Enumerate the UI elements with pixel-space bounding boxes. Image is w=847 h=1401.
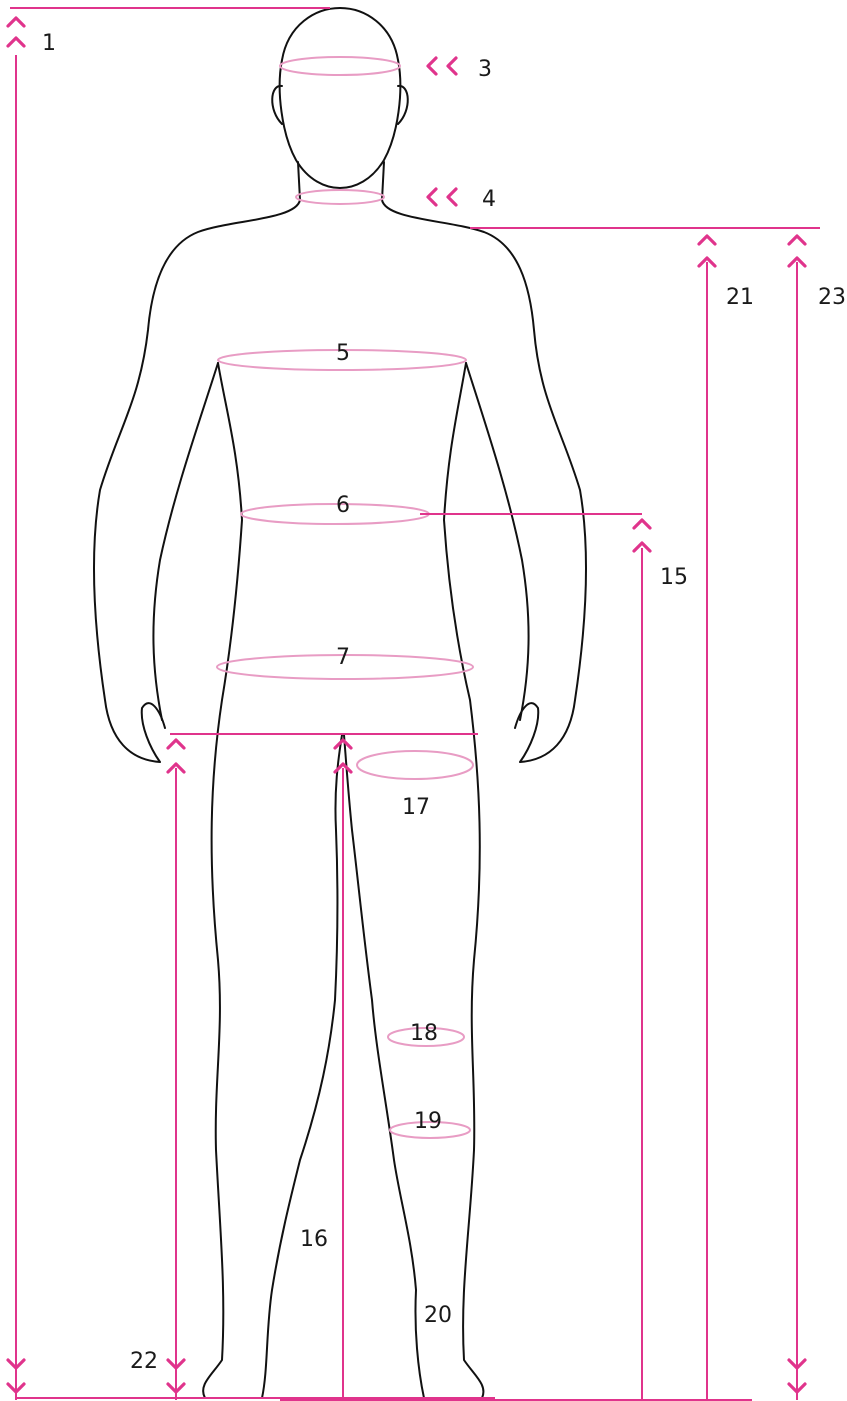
arrow-15-up-a	[634, 520, 650, 528]
ring-17-thigh	[357, 751, 473, 779]
arrow-3-a	[428, 58, 436, 74]
ring-4-neck	[296, 190, 384, 204]
measurement-labels: 1 3 4 5 6 7 15 16 17 18 19 20 21 22 23	[42, 31, 846, 1374]
arrow-1-up-a	[8, 18, 24, 26]
label-1: 1	[42, 31, 56, 56]
arrow-4-b	[448, 189, 456, 205]
label-18: 18	[410, 1021, 438, 1046]
body-outline	[94, 8, 586, 1398]
label-23: 23	[818, 285, 846, 310]
label-15: 15	[660, 565, 688, 590]
label-7: 7	[336, 645, 350, 670]
label-20: 20	[424, 1303, 452, 1328]
label-17: 17	[402, 795, 430, 820]
label-19: 19	[414, 1109, 442, 1134]
measurement-arrows	[8, 18, 805, 1401]
arrow-16-up-a	[335, 740, 351, 748]
arrow-4-a	[428, 189, 436, 205]
label-16: 16	[300, 1227, 328, 1252]
label-22: 22	[130, 1349, 158, 1374]
right-body-outline	[344, 162, 586, 1398]
label-21: 21	[726, 285, 754, 310]
right-arm-inner	[466, 363, 529, 720]
head-outline	[280, 8, 401, 188]
arrow-22-up-a	[168, 740, 184, 748]
ring-6-waist	[241, 504, 429, 524]
left-body-outline	[94, 162, 342, 1398]
ring-3-head	[280, 57, 400, 75]
arrow-21-up-a	[699, 236, 715, 244]
label-3: 3	[478, 57, 492, 82]
label-4: 4	[482, 187, 496, 212]
arrow-3-b	[448, 58, 456, 74]
label-6: 6	[336, 493, 350, 518]
arrow-1-up-b	[8, 38, 24, 46]
label-5: 5	[336, 341, 350, 366]
arrow-23-up-a	[789, 236, 805, 244]
left-arm-inner	[153, 363, 218, 720]
